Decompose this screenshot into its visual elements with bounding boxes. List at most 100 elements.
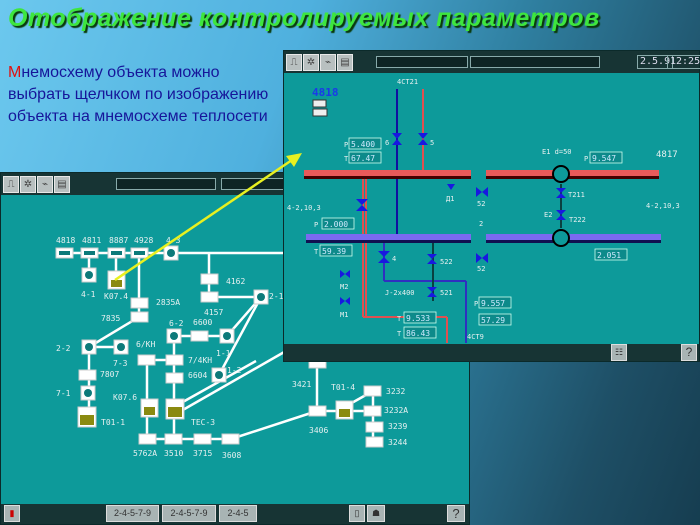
node-label: 4-1 (81, 290, 96, 299)
slide-description: Мнемосхему объекта можно выбрать щелчком… (8, 62, 278, 128)
slide-title: Отображение контролируемых параметров (8, 4, 600, 32)
pressure-value: 9.547 (592, 154, 616, 163)
valve-icon[interactable] (340, 133, 566, 305)
node-label: 1-1 (216, 349, 231, 358)
temperature-value: 86.43 (406, 329, 430, 338)
param-label: P (584, 155, 588, 163)
detail-bottom-bar: ☷ ? (284, 344, 699, 361)
node-label: 7807 (100, 370, 119, 379)
date-display: 2.5.9 (637, 55, 674, 69)
param-label: P (314, 221, 318, 229)
switch-icon[interactable]: ⌁ (37, 175, 53, 193)
desc-first-letter: М (8, 64, 22, 81)
valve-label: 6 (385, 139, 389, 147)
alarm-icon[interactable]: ▮ (4, 505, 20, 522)
pressure-value: 2.051 (597, 251, 621, 260)
node-label: K07.4 (104, 292, 128, 301)
zoom-icon[interactable]: ▯ (349, 505, 365, 522)
valve-label: M2 (340, 283, 348, 291)
pipe-label: J-2x400 (385, 289, 415, 297)
node-label: 6604 (188, 371, 207, 380)
node-label: 7-3 (113, 359, 128, 368)
valve-label: 52 (477, 265, 485, 273)
node-label: 6/KH (136, 340, 155, 349)
node-label: 5762A (133, 449, 157, 458)
alarm-list-button[interactable]: 2-4-5-7-9 (162, 505, 216, 522)
node-label: 7/4KH (188, 356, 212, 365)
valve-label: 5 (430, 139, 434, 147)
graph-icon[interactable]: ⎍ (286, 53, 302, 71)
valve-label: 2 (479, 220, 483, 228)
print-icon[interactable]: ▤ (54, 175, 70, 193)
equipment-label: E1 d=50 (542, 148, 572, 156)
node-label: 2-1 (269, 292, 284, 301)
node-label: 6-2 (169, 319, 184, 328)
node-label: 6600 (193, 318, 212, 327)
status-slot (470, 56, 600, 68)
valve-label: Д1 (446, 195, 454, 203)
node-label: 4-3 (166, 236, 181, 245)
valve-label: 522 (440, 258, 453, 266)
trend-button[interactable]: 2-4-5-7-9 (106, 505, 159, 522)
equipment-label: E2 (544, 211, 552, 219)
param-label: T (397, 315, 402, 323)
node-label: 4811 (82, 236, 101, 245)
node-label: 3421 (292, 380, 311, 389)
status-slot (116, 178, 216, 190)
valve-label: 4 (392, 255, 396, 263)
valve-label: 52 (477, 200, 485, 208)
param-label: T (344, 155, 349, 163)
help-icon[interactable]: ? (681, 344, 697, 361)
node-label: 2-2 (56, 344, 71, 353)
valve-label: 521 (440, 289, 453, 297)
node-label: 2835A (156, 298, 180, 307)
detail-window: ⎍✲⌁▤ 2.5.9 12:25 4СТ21 4-2,10,3 4-2,10,3… (283, 50, 700, 362)
heat-exchanger-icon[interactable] (552, 229, 570, 247)
events-button[interactable]: 2-4-5 (219, 505, 257, 522)
valve-label: T222 (569, 216, 586, 224)
battery-icon[interactable] (312, 99, 327, 108)
pressure-value: 5.400 (351, 140, 375, 149)
node-label: 4157 (204, 308, 223, 317)
print-icon[interactable]: ▤ (337, 53, 353, 71)
node-label: 8887 (109, 236, 128, 245)
node-label: 3510 (164, 449, 183, 458)
pipe-label: 4-2,10,3 (646, 202, 680, 210)
node-label: 3232A (384, 406, 408, 415)
switch-icon[interactable]: ⌁ (320, 53, 336, 71)
pressure-value: 2.000 (324, 220, 348, 229)
param-label: P (474, 300, 478, 308)
valve-label: M1 (340, 311, 348, 319)
network-icon[interactable]: ☷ (611, 344, 627, 361)
param-label: T (314, 248, 319, 256)
param-label: T (397, 330, 402, 338)
node-label: 1-2 (227, 366, 242, 375)
node-label: 4818 (56, 236, 75, 245)
pipe-label: 4СТ21 (397, 78, 418, 86)
detail-toolbar: ⎍✲⌁▤ 2.5.9 12:25 (284, 51, 700, 73)
graph-icon[interactable]: ⎍ (3, 175, 19, 193)
heat-exchanger-icon[interactable] (552, 165, 570, 183)
node-label: K07.6 (113, 393, 137, 402)
node-label: 3239 (388, 422, 407, 431)
pipe-label: 4-2,10,3 (287, 204, 321, 212)
status-slot (376, 56, 468, 68)
node-label: 3406 (309, 426, 328, 435)
users-icon[interactable]: ☗ (367, 505, 385, 522)
node-label: 7835 (101, 314, 120, 323)
settings-icon[interactable] (312, 108, 328, 117)
valve-label: T211 (568, 191, 585, 199)
pipe-label: 4СТ9 (467, 333, 484, 341)
node-label: 7-1 (56, 389, 71, 398)
temperature-value: 59.39 (322, 247, 346, 256)
settings-icon[interactable]: ✲ (303, 53, 319, 71)
settings-icon[interactable]: ✲ (20, 175, 36, 193)
node-label: T01-4 (331, 383, 355, 392)
network-bottom-bar: ▮ 2-4-5-7-9 2-4-5-7-9 2-4-5 ▯ ☗ ? (1, 504, 469, 524)
time-display: 12:25 (667, 55, 700, 69)
node-label: T01-1 (101, 418, 125, 427)
help-icon[interactable]: ? (447, 505, 465, 522)
temperature-value: 67.47 (351, 154, 375, 163)
node-label: 3715 (193, 449, 212, 458)
node-label: 4928 (134, 236, 153, 245)
